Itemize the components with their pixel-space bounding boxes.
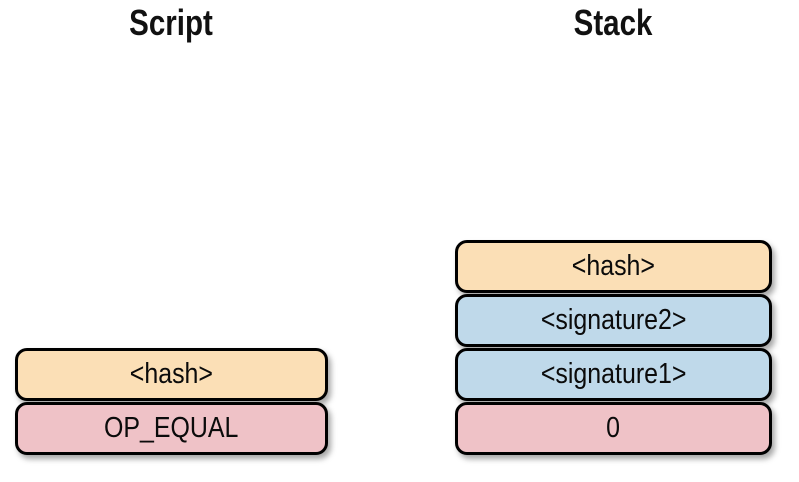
script-item-hash-label: <hash> xyxy=(129,358,214,390)
stack-column-title: Stack xyxy=(455,2,772,44)
stack-item-signature1: <signature1> xyxy=(455,348,772,401)
stack-item-hash-label: <hash> xyxy=(571,250,656,282)
script-column-title: Script xyxy=(15,2,328,44)
script-box-stack: <hash> OP_EQUAL xyxy=(15,348,328,455)
stack-item-signature2-label: <signature2> xyxy=(540,304,687,336)
script-item-op-equal-label: OP_EQUAL xyxy=(104,412,239,444)
script-title-text: Script xyxy=(129,2,214,43)
stack-item-signature1-label: <signature1> xyxy=(540,358,687,390)
script-item-op-equal: OP_EQUAL xyxy=(15,402,328,455)
stack-item-hash: <hash> xyxy=(455,240,772,293)
stack-item-signature2: <signature2> xyxy=(455,294,772,347)
stack-item-zero-label: 0 xyxy=(606,412,621,444)
stack-box-stack: <hash> <signature2> <signature1> 0 xyxy=(455,240,772,455)
stack-item-zero: 0 xyxy=(455,402,772,455)
stack-title-text: Stack xyxy=(574,2,653,43)
script-item-hash: <hash> xyxy=(15,348,328,401)
